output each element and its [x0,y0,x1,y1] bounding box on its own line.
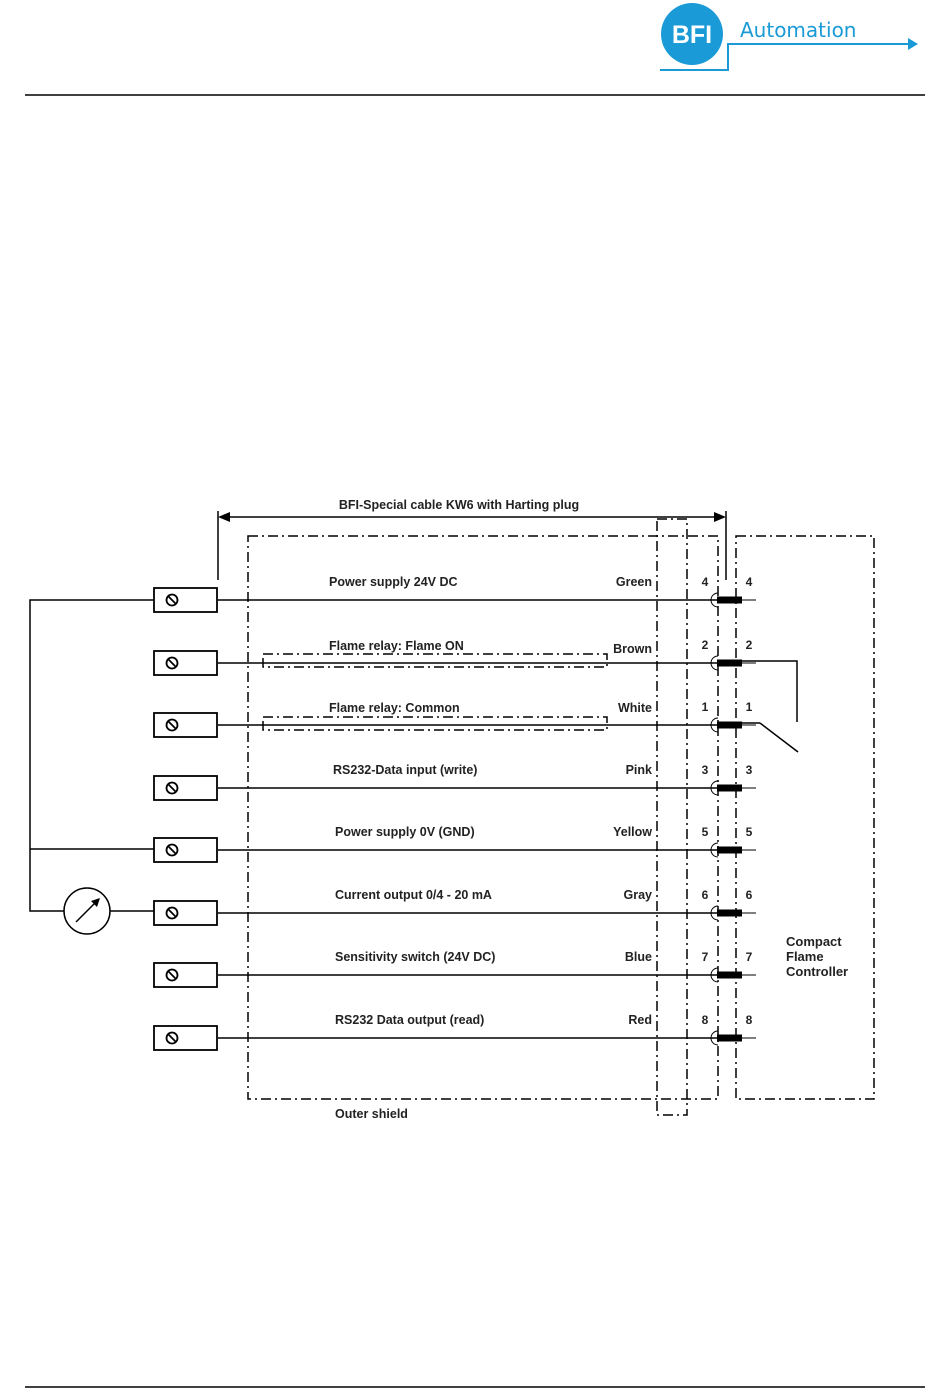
controller-pin-number: 7 [746,950,753,964]
wire-row: Power supply 0V (GND) Yellow 5 5 [153,825,756,863]
socket-contact-icon [710,717,719,733]
wire-color-label: White [618,701,652,715]
pin-contact [717,596,742,604]
plug-pin-number: 2 [702,638,709,652]
socket-contact-icon [710,842,719,858]
logo-arrow-icon [908,38,918,50]
controller-pin-number: 5 [746,825,753,839]
external-wiring [29,599,154,935]
screw-terminal-icon [165,1031,179,1045]
socket-contact-icon [710,967,719,983]
controller-pin-number: 3 [746,763,753,777]
controller-pin-number: 4 [746,575,753,589]
pin-contact [717,909,742,917]
socket-contact-icon [710,592,719,608]
wire-row: RS232 Data output (read) Red 8 8 [153,1013,756,1051]
bfi-logo: BFI Automation [660,3,918,71]
controller-label: Compact Flame Controller [786,934,848,979]
plug-pin-number: 6 [702,888,709,902]
controller-pin-number: 2 [746,638,753,652]
screw-terminal-icon [165,781,179,795]
terminal-block [153,900,218,926]
terminal-block [153,650,218,676]
wire-function-label: RS232-Data input (write) [333,763,477,777]
controller-label-line: Compact [786,934,842,949]
terminal-block [153,712,218,738]
screw-terminal-icon [165,968,179,982]
pin-contact [717,1034,742,1042]
screw-terminal-icon [165,656,179,670]
cable-label: BFI-Special cable KW6 with Harting plug [339,498,579,512]
controller-label-line: Flame [786,949,824,964]
wire-color-label: Green [616,575,652,589]
wire-color-label: Red [628,1013,652,1027]
pin-contact [717,846,742,854]
controller-box [735,535,875,1100]
wire-function-label: Current output 0/4 - 20 mA [335,888,492,902]
terminal-block [153,775,218,801]
outer-shield-label: Outer shield [335,1107,408,1121]
wire-function-label: Sensitivity switch (24V DC) [335,950,495,964]
wire-row: Sensitivity switch (24V DC) Blue 7 7 [153,950,756,988]
terminal-block [153,587,218,613]
logo-circle [661,3,723,65]
plug-shield [656,518,688,1116]
pin-contact [717,784,742,792]
relay-common-inner-shield [262,716,608,731]
socket-contact-icon [710,1030,719,1046]
terminal-block [153,837,218,863]
relay-contact-symbol [742,660,799,753]
controller-pin-number: 6 [746,888,753,902]
plug-pin-number: 3 [702,763,709,777]
controller-pin-number: 8 [746,1013,753,1027]
wire-row: Current output 0/4 - 20 mA Gray 6 6 [153,888,756,926]
screw-terminal-icon [165,718,179,732]
wire-color-label: Blue [625,950,652,964]
plug-pin-number: 8 [702,1013,709,1027]
screw-terminal-icon [165,593,179,607]
wire-function-label: Power supply 24V DC [329,575,458,589]
wire-row: Flame relay: Common White 1 1 [153,700,756,738]
plug-pin-number: 7 [702,950,709,964]
supply-bus-wire [29,599,154,912]
wire-function-label: RS232 Data output (read) [335,1013,484,1027]
socket-contact-icon [710,905,719,921]
wire-function-label: Power supply 0V (GND) [335,825,475,839]
plug-pin-number: 1 [702,700,709,714]
socket-contact-icon [710,655,719,671]
wire-color-label: Yellow [613,825,652,839]
plug-pin-number: 4 [702,575,709,589]
logo-text: Automation [740,18,856,42]
cable-dimension: BFI-Special cable KW6 with Harting plug [217,498,727,580]
terminal-block [153,1025,218,1051]
wire-function-label: Flame relay: Flame ON [329,639,464,653]
outer-shield-box [247,535,719,1100]
wire-row: RS232-Data input (write) Pink 3 3 [153,763,756,801]
pin-contact [717,971,742,979]
logo-underline [660,43,910,71]
wire-color-label: Pink [626,763,652,777]
wire-function-label: Flame relay: Common [329,701,460,715]
pin-contact [717,659,742,667]
plug-pin-number: 5 [702,825,709,839]
screw-terminal-icon [165,843,179,857]
controller-label-line: Controller [786,964,848,979]
wire-row: Power supply 24V DC Green 4 4 [153,575,756,613]
logo-mark: BFI [672,21,712,49]
terminal-block [153,962,218,988]
screw-terminal-icon [165,906,179,920]
pin-contact [717,721,742,729]
wire-color-label: Gray [624,888,653,902]
wire-row: Flame relay: Flame ON Brown 2 2 [153,638,756,676]
wire-color-label: Brown [613,642,652,656]
socket-contact-icon [710,780,719,796]
controller-pin-number: 1 [746,700,753,714]
relay-on-inner-shield [262,653,608,668]
